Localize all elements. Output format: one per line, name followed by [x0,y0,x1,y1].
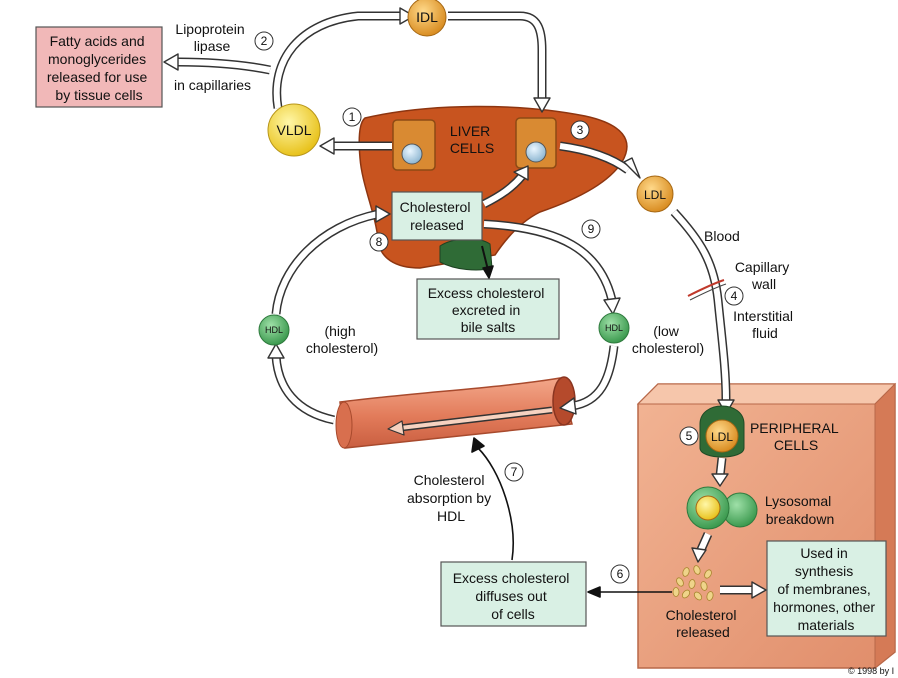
box-used-synthesis: Used in synthesis of membranes, hormones… [766,540,887,637]
svg-text:HDL: HDL [265,325,283,335]
liver-cell-left-nucleus [401,143,423,165]
in-capillaries-label: in capillaries [174,77,251,93]
svg-text:Fatty acids and monoglyc: Fatty acids and monoglycerides released … [47,33,151,103]
cholesterol-absorption-label: Cholesterol absorption by HDL [407,472,495,524]
ldl-blood-particle [636,175,674,213]
step-9: 9 [581,219,601,239]
lysosomal-breakdown-label: Lysosomal breakdown [765,493,835,527]
step-6: 6 [610,564,630,584]
arrows [163,7,767,599]
lysosome [686,486,758,530]
hdl-right-particle [598,312,630,344]
box-cholesterol-released-liver: Cholesterol released [391,191,483,241]
free-labels: Lipoprotein lipase in capillaries Blood … [174,21,894,676]
arrow-hdl-left-to-liver [271,209,379,315]
vldl-particle [267,103,321,157]
svg-text:Used in synthesis: Used in synthesis of membranes, hormones… [773,545,879,633]
svg-text:Excess cholesterol excre: Excess cholesterol excreted in bile salt… [428,285,549,335]
capillary-wall-label: Capillary wall [735,259,793,292]
svg-text:LDL: LDL [644,188,666,202]
svg-text:3: 3 [577,123,584,137]
svg-text:2: 2 [261,34,268,48]
copyright-label: © 1998 by I [848,666,894,676]
svg-text:HDL: HDL [605,323,623,333]
high-cholesterol-label: (high cholesterol) [306,323,378,356]
idl-particle [407,0,447,37]
svg-text:5: 5 [686,429,693,443]
svg-text:7: 7 [511,465,518,479]
cholesterol-released-label: Cholesterol released [666,607,741,640]
step-4: 4 [724,286,744,306]
capillary-wall-mark [687,279,727,301]
step-3: 3 [570,120,590,140]
box-fatty-acids: Fatty acids and monoglycerides released … [35,26,163,108]
arrow-to-bile [481,245,489,271]
liver-cell-right-nucleus [525,141,547,163]
arrow-idl-to-liver [448,11,547,98]
box-excess-bile: Excess cholesterol excreted in bile salt… [416,278,560,340]
svg-text:VLDL: VLDL [276,122,311,138]
liver-cells-label: LIVER CELLS [450,123,494,156]
low-cholesterol-label: (low cholesterol) [632,323,704,356]
arrow-diffuse-to-vessel [477,447,514,561]
blood-label: Blood [704,228,740,244]
step-1: 1 [342,107,362,127]
arrow-vldl-to-idl [272,11,400,109]
peripheral-cells-label: PERIPHERAL CELLS [750,420,842,453]
particles: IDL VLDL LDL HDL HDL LDL [258,0,758,601]
step-markers: 1 2 3 4 5 6 7 8 9 [254,31,744,584]
svg-text:IDL: IDL [416,9,438,25]
interstitial-fluid-label: Interstitial fluid [733,308,797,341]
svg-text:Cholesterol released: Cholesterol released [400,199,475,233]
step-8: 8 [369,232,389,252]
step-5: 5 [679,426,699,446]
box-excess-diffuses: Excess cholesterol diffuses out of cells [440,561,587,627]
svg-text:LDL: LDL [711,430,733,444]
step-7: 7 [504,462,524,482]
svg-text:4: 4 [731,289,738,303]
svg-text:9: 9 [588,222,595,236]
cholesterol-granules [672,565,714,601]
ldl-cell-particle [705,419,739,453]
step-2: 2 [254,31,274,51]
hdl-left-particle [258,314,290,346]
svg-text:Excess cholesterol diffu: Excess cholesterol diffuses out of cells [453,570,574,622]
svg-text:6: 6 [617,567,624,581]
svg-text:1: 1 [349,110,356,124]
svg-text:8: 8 [376,235,383,249]
lipoprotein-lipase-label: Lipoprotein lipase [175,21,248,54]
